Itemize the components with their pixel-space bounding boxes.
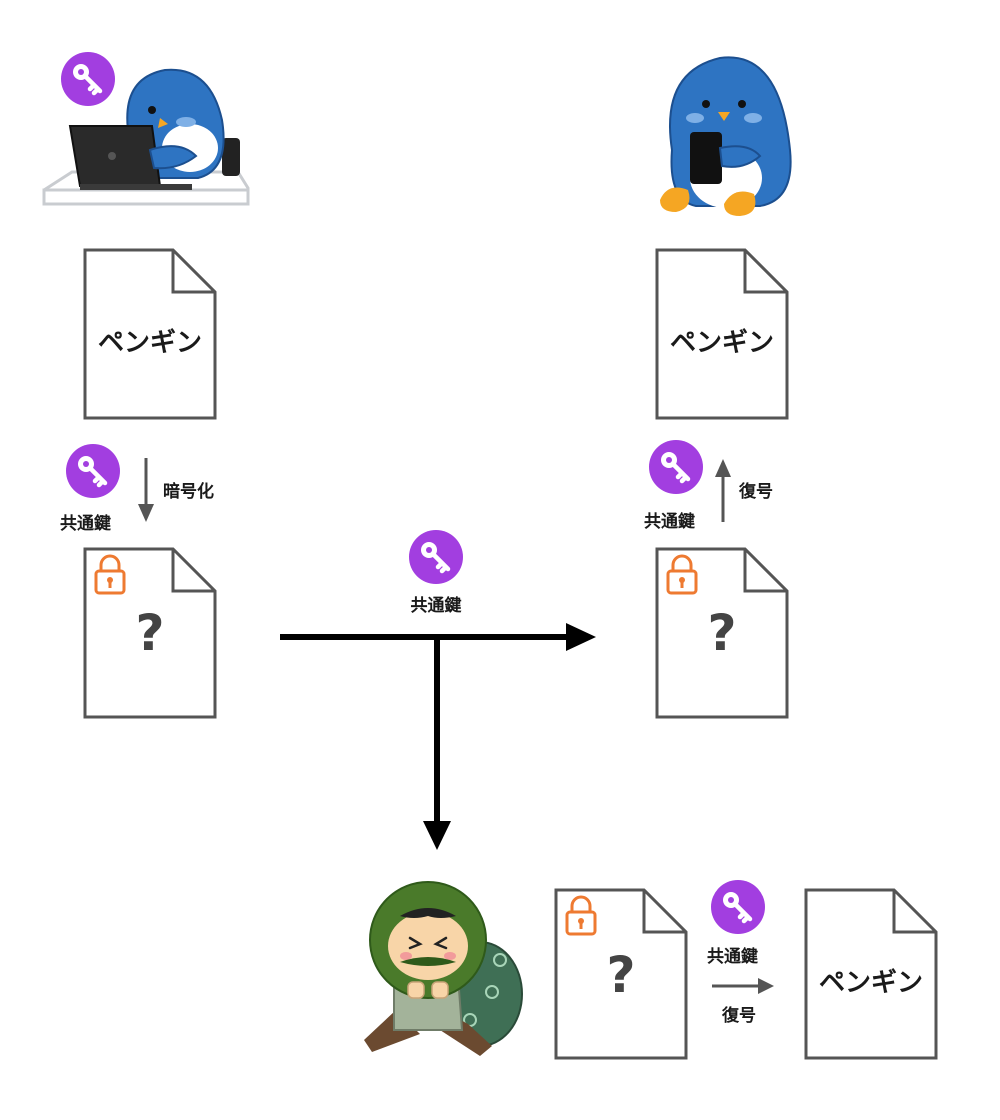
key-icon xyxy=(409,530,463,584)
decrypt-label: 復号 xyxy=(722,1006,756,1026)
plaintext-word: ペンギン xyxy=(97,328,202,358)
key-label: 共通鍵 xyxy=(644,512,695,532)
key-label: 共通鍵 xyxy=(60,514,111,534)
thief-decrypted-word: ペンギン xyxy=(818,968,923,998)
transfer-key-label: 共通鍵 xyxy=(410,596,462,616)
key-icon xyxy=(711,880,765,934)
decrypt-arrow xyxy=(715,459,731,522)
decrypted-word: ペンギン xyxy=(669,328,774,358)
transfer-arrow xyxy=(280,623,596,651)
cipher-symbol: ? xyxy=(606,946,636,1004)
thief-decrypt-arrow xyxy=(712,978,774,994)
key-icon xyxy=(66,444,120,498)
key-icon xyxy=(61,52,115,106)
intercept-arrow xyxy=(423,637,451,850)
encrypt-label: 暗号化 xyxy=(163,482,214,502)
key-icon xyxy=(649,440,703,494)
cipher-symbol: ? xyxy=(135,604,165,662)
penguin-with-phone xyxy=(660,56,792,216)
cipher-symbol: ? xyxy=(707,604,737,662)
thief-with-sack xyxy=(364,881,523,1056)
penguin-with-laptop xyxy=(42,68,250,206)
encrypt-arrow xyxy=(138,458,154,522)
decrypt-label: 復号 xyxy=(739,482,773,502)
key-label: 共通鍵 xyxy=(707,947,758,967)
